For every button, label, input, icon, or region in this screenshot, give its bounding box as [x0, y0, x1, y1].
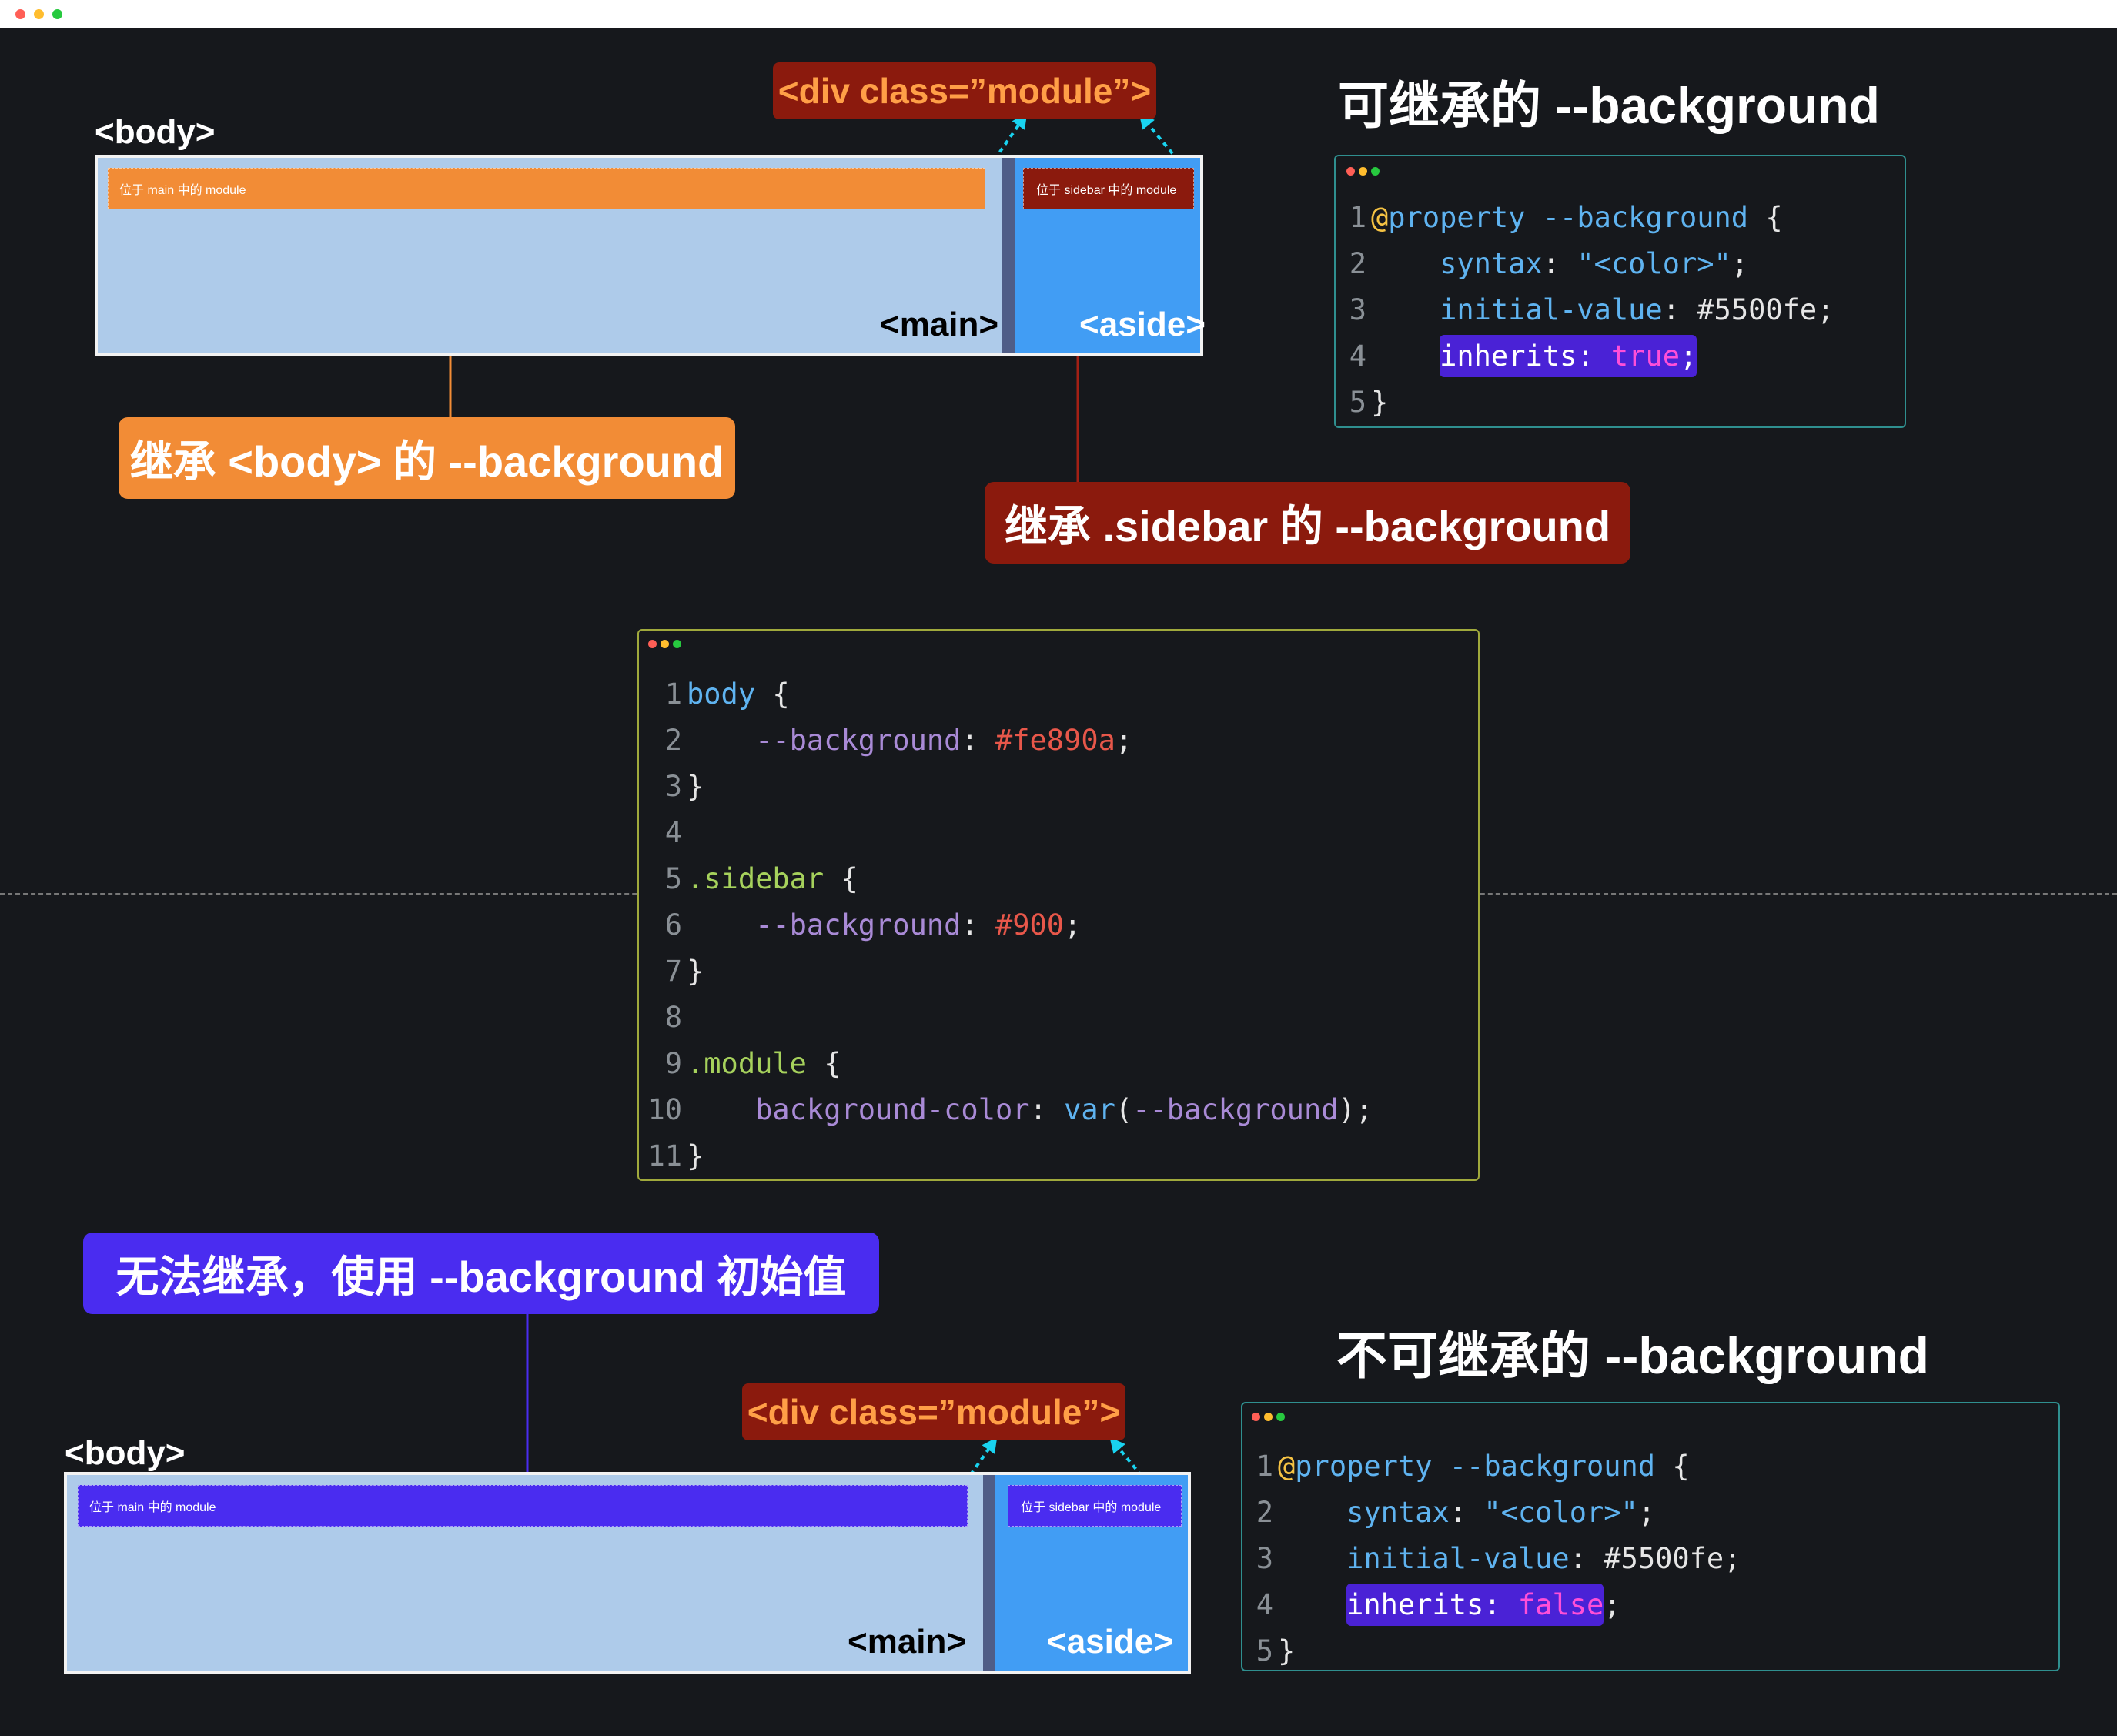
body-tag-label-bottom: <body> — [65, 1434, 186, 1472]
no-inherit-callout: 无法继承，使用 --background 初始值 — [83, 1233, 879, 1314]
div-module-label-bottom: <div class=”module”> — [742, 1383, 1125, 1440]
div-module-label: <div class=”module”> — [773, 62, 1156, 119]
code-dot-red-icon — [1252, 1413, 1260, 1421]
code-dot-green-icon — [1276, 1413, 1285, 1421]
code-line: 2 syntax: "<color>"; — [1256, 1495, 1656, 1529]
code-line-highlighted: 4 inherits: false; — [1253, 1581, 1741, 1627]
inherit-sidebar-callout: 继承 .sidebar 的 --background — [985, 482, 1630, 564]
main-tag-label: <main> — [880, 306, 999, 343]
aside-tag-label: <aside> — [1047, 1623, 1173, 1661]
code-line: 9.module { — [664, 1046, 841, 1080]
code-line: 3 initial-value: #5500fe; — [1256, 1541, 1741, 1575]
code-line: 11} — [647, 1139, 704, 1172]
maximize-dot-icon[interactable] — [52, 9, 62, 19]
main-aside-separator — [1002, 158, 1015, 353]
minimize-dot-icon[interactable] — [34, 9, 44, 19]
code-line: 10 background-color: var(--background); — [647, 1092, 1373, 1126]
sidebar-module: 位于 sidebar 中的 module — [1023, 168, 1194, 209]
code-line: 7} — [664, 954, 704, 988]
heading-inheritable: 可继承的 --background — [1338, 77, 1880, 134]
code-line-highlighted: 4 inherits: true; — [1346, 333, 1834, 379]
code-line: 2 --background: #fe890a; — [664, 723, 1133, 757]
code-line: 5} — [1256, 1634, 1296, 1667]
close-dot-icon[interactable] — [15, 9, 25, 19]
sidebar-module: 位于 sidebar 中的 module — [1008, 1485, 1182, 1527]
code-line: 5} — [1349, 385, 1389, 419]
code-dot-yellow-icon — [1359, 167, 1367, 176]
code-line: 3 initial-value: #5500fe; — [1349, 293, 1834, 326]
inherit-diagram: 位于 main 中的 module 位于 sidebar 中的 module <… — [95, 155, 1206, 356]
inherit-body-callout: 继承 <body> 的 --background — [119, 417, 735, 499]
no-inherit-diagram: 位于 main 中的 module 位于 sidebar 中的 module <… — [64, 1472, 1191, 1674]
code-line: 2 syntax: "<color>"; — [1349, 246, 1749, 280]
code-line: 8 — [664, 1000, 682, 1034]
code-line: 1@property --background { — [1349, 200, 1783, 234]
code-line: 5.sidebar { — [664, 861, 858, 895]
code-line: 4 — [664, 815, 682, 849]
code-line: 3} — [664, 769, 704, 803]
heading-not-inheritable: 不可继承的 --background — [1336, 1327, 1929, 1384]
main-module: 位于 main 中的 module — [108, 168, 985, 209]
code-dot-red-icon — [648, 640, 657, 648]
code-window-inherits-false: 1@property --background { 2 syntax: "<co… — [1241, 1402, 2060, 1671]
main-module: 位于 main 中的 module — [78, 1485, 968, 1527]
main-aside-separator — [983, 1475, 995, 1671]
main-tag-label: <main> — [848, 1623, 967, 1661]
code-dot-yellow-icon — [1264, 1413, 1273, 1421]
aside-tag-label: <aside> — [1079, 306, 1206, 343]
window-titlebar — [0, 0, 2117, 28]
code-line: 6 --background: #900; — [664, 908, 1082, 942]
code-dot-yellow-icon — [661, 640, 669, 648]
code-dot-red-icon — [1346, 167, 1355, 176]
code-line: 1@property --background { — [1256, 1449, 1690, 1483]
code-dot-green-icon — [673, 640, 681, 648]
code-window-inherits-true: 1@property --background { 2 syntax: "<co… — [1334, 155, 1906, 428]
body-tag-label: <body> — [95, 113, 216, 151]
code-dot-green-icon — [1371, 167, 1380, 176]
